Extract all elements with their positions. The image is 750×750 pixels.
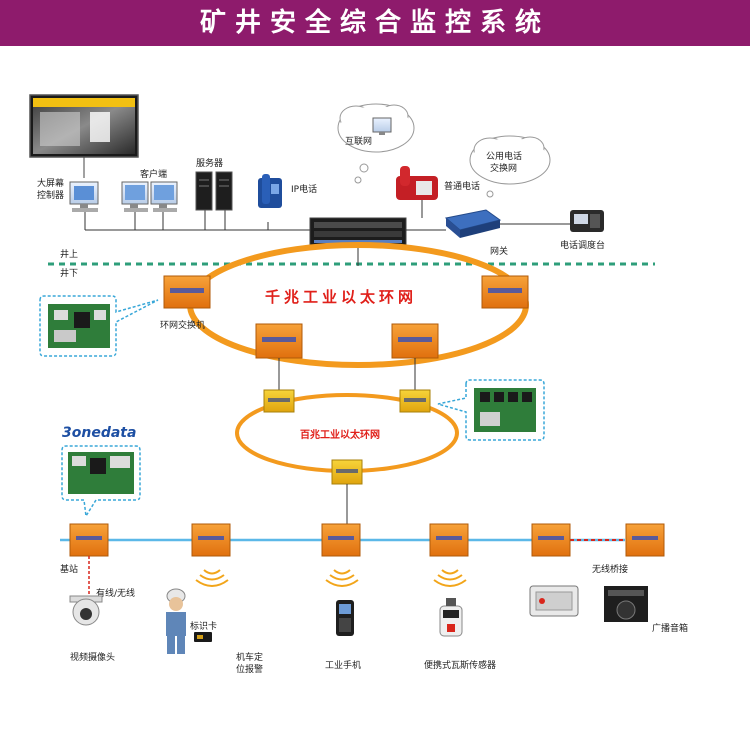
industrial-handset xyxy=(336,600,354,636)
normal-phone xyxy=(396,166,438,200)
dispatch-console xyxy=(570,210,604,232)
surface-below-label: 井下 xyxy=(60,267,78,279)
gateway-device xyxy=(444,209,502,238)
client-label: 客户端 xyxy=(140,168,167,180)
ip-phone xyxy=(258,174,282,208)
ring-switch-bottom-left xyxy=(255,323,303,359)
camera-label: 视频摄像头 xyxy=(70,651,115,663)
base-station-5 xyxy=(531,523,571,557)
internet-label: 互联网 xyxy=(345,136,372,147)
client-pc-1 xyxy=(121,181,149,212)
handset-label: 工业手机 xyxy=(325,659,361,671)
normal-phone-label: 普通电话 xyxy=(444,180,480,192)
megabit-switch-right xyxy=(399,389,431,413)
locomotive-label-2: 位报警 xyxy=(236,663,263,675)
base-station-4 xyxy=(429,523,469,557)
ring-switch-right xyxy=(481,275,529,309)
gas-sensor-label: 便携式瓦斯传感器 xyxy=(424,659,496,671)
megabit-switch-bottom xyxy=(331,459,363,485)
title-bar xyxy=(0,0,750,46)
gateway-label: 网关 xyxy=(490,245,508,257)
base-station-6 xyxy=(625,523,665,557)
internet-cloud xyxy=(337,103,415,184)
ip-phone-label: IP电话 xyxy=(291,183,317,195)
ring-switch-label: 环网交换机 xyxy=(160,319,205,331)
big-screen-label-2: 控制器 xyxy=(37,189,64,201)
wireless-signal-1 xyxy=(195,569,229,587)
switch-board-popup-bottom xyxy=(61,445,141,519)
wired-wireless-label: 有线/无线 xyxy=(96,587,135,599)
ring-switch-left xyxy=(163,275,211,309)
core-switch xyxy=(309,217,407,247)
public-network-label-1: 公用电话 xyxy=(486,150,522,162)
public-network-label-2: 交换网 xyxy=(490,162,517,174)
network-diagram: 大屏幕 控制器 客户端 服务器 IP电话 xyxy=(29,94,688,675)
brand-logo: 3onedata xyxy=(62,425,136,441)
server-label: 服务器 xyxy=(196,157,223,169)
ring-switch-bottom-right xyxy=(391,323,439,359)
wireless-signal-2 xyxy=(325,569,359,587)
switch-board-popup-right xyxy=(437,379,545,441)
base-station-label: 基站 xyxy=(60,563,78,575)
server-2 xyxy=(215,171,233,211)
broadcast-label: 广播音箱 xyxy=(652,622,688,634)
big-screen-controller-pc xyxy=(69,181,99,212)
miner-worker xyxy=(166,588,186,654)
wireless-signal-3 xyxy=(433,569,467,587)
client-pc-2 xyxy=(150,181,178,212)
server-1 xyxy=(195,171,213,211)
public-network-cloud xyxy=(469,135,551,198)
base-station-1 xyxy=(69,523,109,557)
video-camera xyxy=(69,595,103,626)
id-card xyxy=(194,632,212,642)
megabit-switch-left xyxy=(263,389,295,413)
surface-above-label: 井上 xyxy=(60,248,78,260)
big-screen-display xyxy=(29,94,139,158)
base-station-3 xyxy=(321,523,361,557)
explosion-proof-enclosure xyxy=(529,585,579,617)
gigabit-ring-label: 千兆工业以太环网 xyxy=(265,288,417,306)
locomotive-label-1: 机车定 xyxy=(236,651,263,663)
wireless-bridge-label: 无线桥接 xyxy=(592,563,628,575)
page-title: 矿井安全综合监控系统 xyxy=(199,8,550,38)
id-card-label: 标识卡 xyxy=(190,620,217,632)
portable-gas-sensor xyxy=(439,598,463,637)
megabit-ring-label: 百兆工业以太环网 xyxy=(300,428,380,441)
base-station-2 xyxy=(191,523,231,557)
dispatch-label: 电话调度台 xyxy=(560,239,605,251)
broadcast-speaker xyxy=(604,586,648,622)
big-screen-label-1: 大屏幕 xyxy=(37,177,64,189)
switch-board-popup-left xyxy=(39,295,159,357)
